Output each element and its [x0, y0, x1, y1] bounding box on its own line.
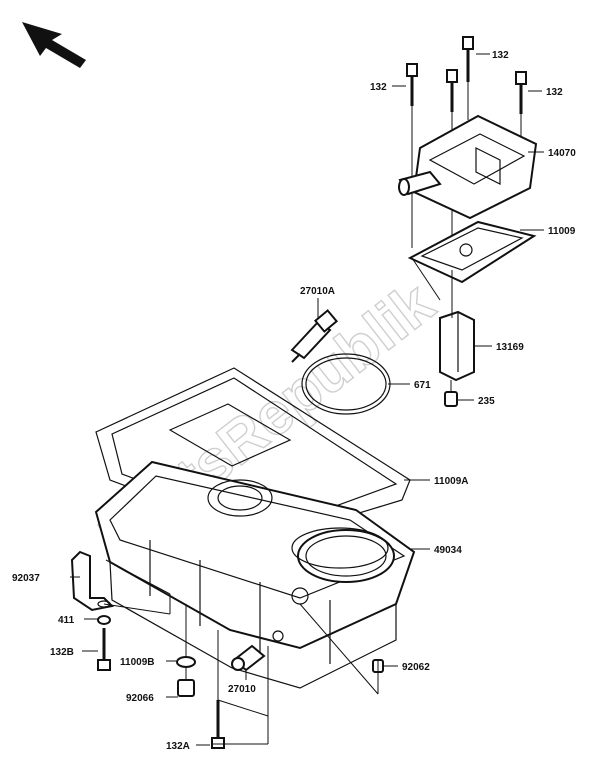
callout-labels: 132 132 132 14070 11009 27010A 671 13169… [12, 50, 576, 752]
callout-13169: 13169 [496, 342, 524, 353]
callout-11009a: 11009A [434, 476, 468, 487]
bracket [70, 550, 115, 612]
callout-14070: 14070 [548, 148, 576, 159]
callout-11009b: 11009B [120, 657, 154, 668]
callout-92066: 92066 [126, 693, 154, 704]
callout-132-top: 132 [492, 50, 509, 61]
breather-cover [398, 114, 538, 220]
direction-arrow-icon [22, 22, 86, 68]
callout-92037: 92037 [12, 573, 40, 584]
bolt-235 [444, 380, 458, 407]
callout-132a: 132A [166, 741, 190, 752]
callout-411: 411 [58, 615, 75, 626]
oil-pressure-switch [231, 644, 266, 672]
bolt-132a [211, 700, 225, 749]
callout-49034: 49034 [434, 545, 462, 556]
callout-132-right: 132 [546, 87, 563, 98]
callout-11009: 11009 [548, 226, 576, 237]
washer-411 [97, 615, 111, 625]
callout-92062: 92062 [402, 662, 430, 673]
oil-pan [94, 460, 416, 689]
callout-235: 235 [478, 396, 495, 407]
callout-132-left: 132 [370, 82, 387, 93]
leader-lines [70, 53, 544, 746]
baffle-plate [439, 310, 475, 382]
callout-132b: 132B [50, 647, 74, 658]
lower-alignment-lines [103, 257, 453, 745]
callout-671: 671 [414, 380, 431, 391]
drain-plug [177, 679, 195, 697]
oil-temp-sender [290, 309, 339, 363]
callout-27010: 27010 [228, 684, 256, 695]
callout-27010a: 27010A [300, 286, 335, 297]
washer-11009b [176, 656, 196, 668]
oil-screen [291, 527, 389, 569]
breather-cover-gasket [407, 220, 537, 284]
bolt-132b [97, 628, 111, 671]
breather-cover-bolts [406, 36, 527, 114]
